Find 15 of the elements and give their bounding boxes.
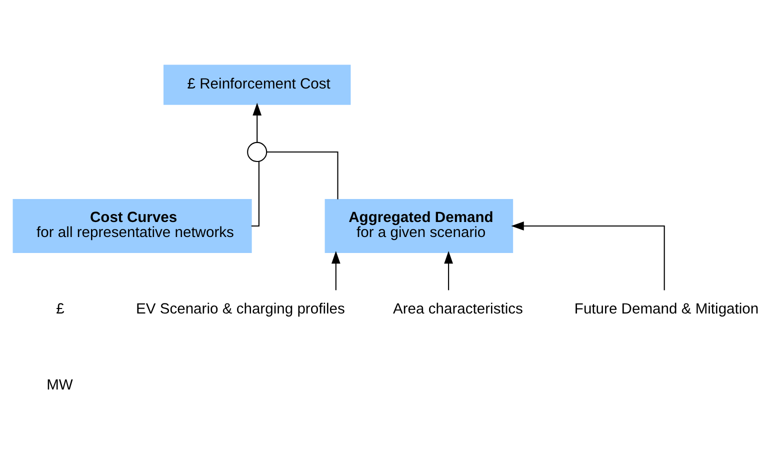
node-text: EV Scenario & charging profiles [136, 301, 345, 318]
connector [251, 161, 260, 227]
node-box: £ Reinforcement Cost [164, 64, 351, 105]
node-text: Area characteristics [393, 301, 523, 318]
arrow [331, 250, 340, 290]
label: £ [56, 301, 64, 318]
node-text: Future Demand & Mitigation [574, 301, 759, 318]
arrow [252, 102, 262, 142]
label: MW [46, 378, 73, 394]
node-circle [247, 142, 268, 162]
node-box: Cost Curves for all representative networks [12, 199, 252, 253]
arrow [511, 222, 665, 290]
node-box: Aggregated Demand for a given scenario [324, 199, 514, 253]
connector [266, 151, 338, 200]
arrow [444, 250, 453, 290]
